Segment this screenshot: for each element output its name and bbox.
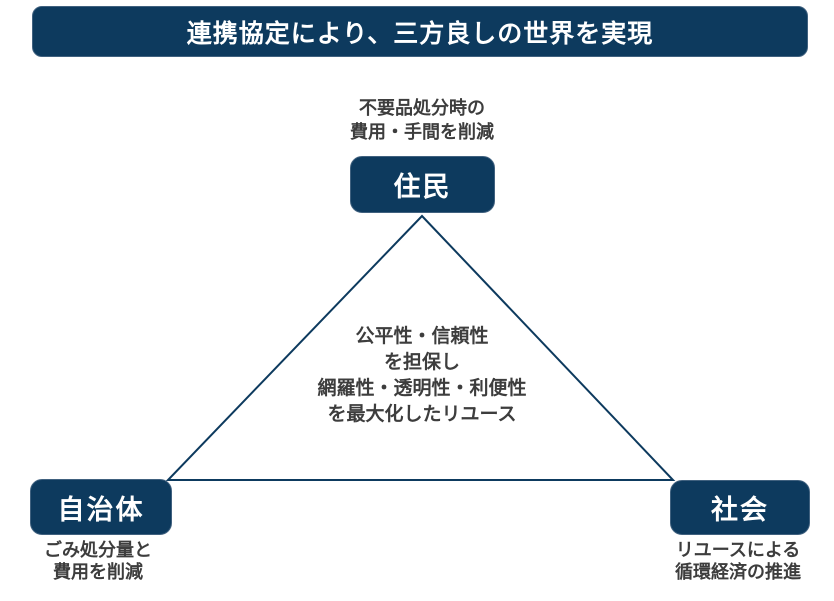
center-text: 公平性・信頼性 を担保し 網羅性・透明性・利便性 を最大化したリユース — [262, 324, 582, 428]
center-text-line3: 網羅性・透明性・利便性 — [317, 378, 527, 399]
center-text-line2: を担保し — [383, 352, 460, 373]
node-resident-label: 住民 — [393, 172, 452, 202]
page-title: 連携協定により、三方良しの世界を実現 — [186, 19, 654, 48]
center-text-line1: 公平性・信頼性 — [355, 326, 489, 347]
resident-note-line1: 不要品処分時の — [359, 98, 485, 118]
society-note-line1: リユースによる — [675, 540, 801, 560]
society-note-line2: 循環経済の推進 — [675, 562, 801, 582]
node-resident: 住民 — [350, 156, 495, 213]
center-text-line4: を最大化したリユース — [327, 404, 517, 425]
resident-note: 不要品処分時の 費用・手間を削減 — [272, 96, 572, 144]
municipality-note-line2: 費用を削減 — [53, 562, 143, 582]
title-banner: 連携協定により、三方良しの世界を実現 — [32, 6, 808, 57]
node-municipality: 自治体 — [30, 479, 172, 535]
resident-note-line2: 費用・手間を削減 — [350, 122, 494, 142]
municipality-note: ごみ処分量と 費用を削減 — [8, 539, 188, 583]
node-society: 社会 — [670, 480, 810, 535]
society-note: リユースによる 循環経済の推進 — [648, 539, 828, 583]
node-society-label: 社会 — [711, 495, 769, 525]
node-municipality-label: 自治体 — [57, 494, 145, 525]
municipality-note-line1: ごみ処分量と — [44, 540, 152, 560]
